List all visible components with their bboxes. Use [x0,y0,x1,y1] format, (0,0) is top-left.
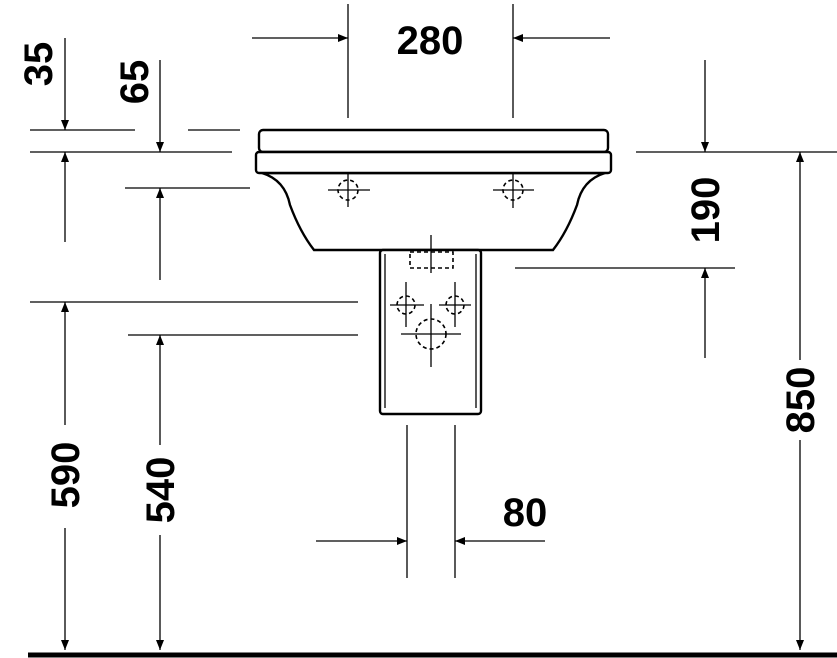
pedestal [378,235,483,416]
dimension-590: 590 [44,302,88,650]
dimension-80: 80 [316,425,547,578]
dimension-35: 35 [17,38,69,242]
dimension-850: 850 [779,152,823,650]
dimension-label: 80 [503,491,548,535]
dimension-190: 190 [515,60,837,358]
dimension-65: 65 [113,60,164,280]
washbasin [254,128,613,252]
dimension-label: 65 [113,60,157,105]
dimension-label: 190 [684,177,728,244]
dimension-label: 280 [397,19,464,63]
tap-hole-right [493,172,534,208]
dimension-label: 850 [779,367,823,434]
dimension-label: 540 [139,457,183,524]
tap-hole-left [328,174,370,207]
dimension-540: 540 [139,335,183,650]
dimension-280: 280 [252,4,610,118]
dimension-label: 590 [44,442,88,509]
dimension-label: 35 [17,42,61,87]
